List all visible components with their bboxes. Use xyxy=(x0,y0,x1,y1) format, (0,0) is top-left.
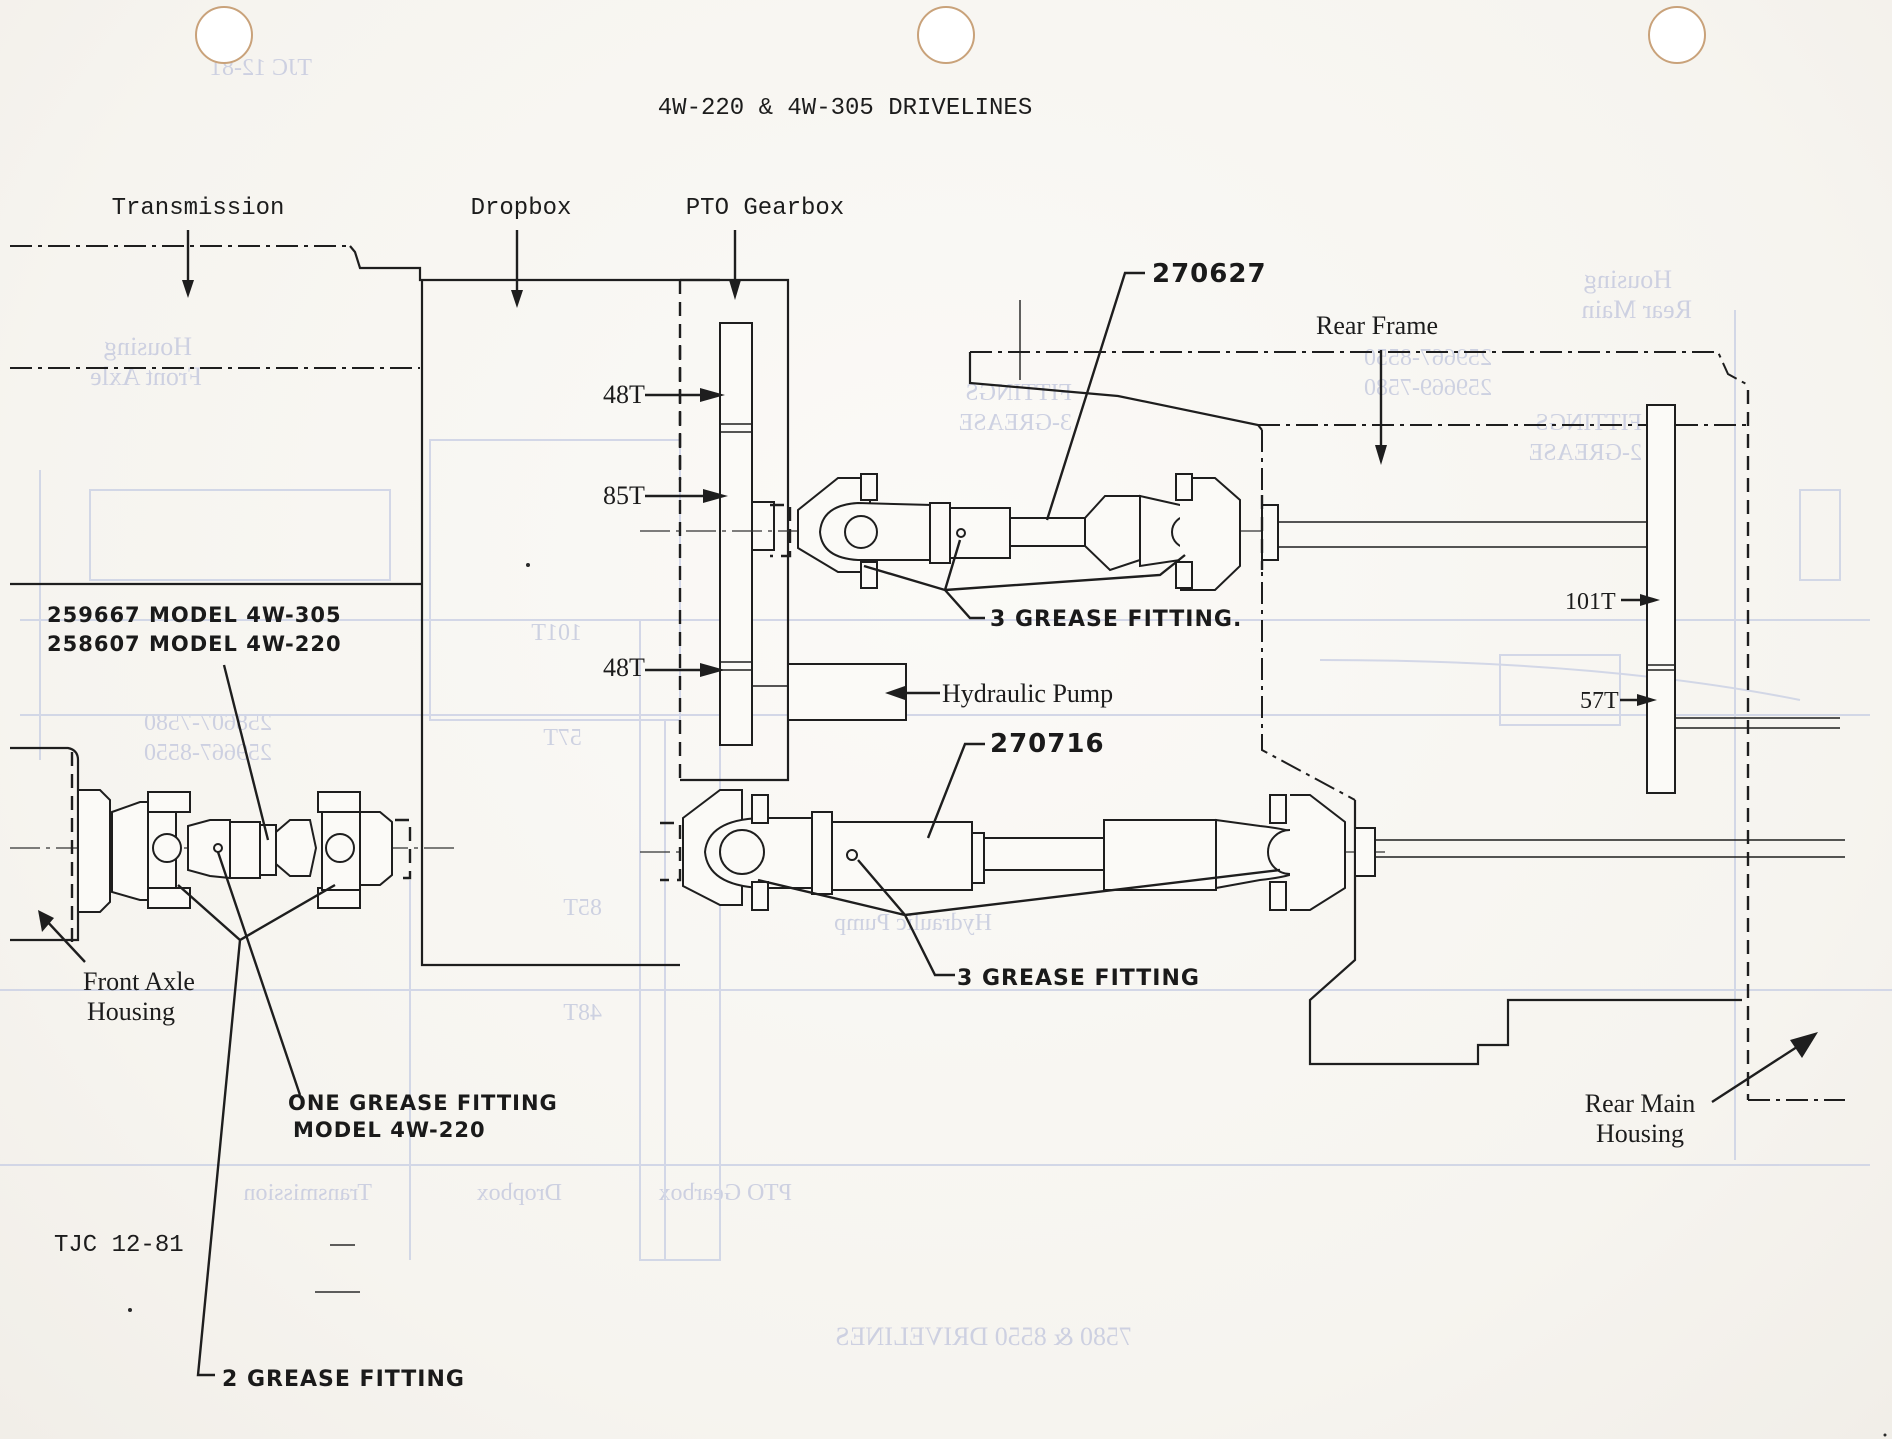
part-number-270627: 270627 xyxy=(1152,259,1267,289)
gear-label-85t: 85T xyxy=(603,481,645,510)
label-rear-frame: Rear Frame xyxy=(1316,311,1438,340)
ghost-dropbox: Dropbox xyxy=(477,1180,562,1206)
ghost-title: 7580 & 8550 DRIVELINES xyxy=(835,1322,1132,1351)
ghost-part-4: 259667-8550 xyxy=(1364,345,1492,371)
author-date: TJC 12-81 xyxy=(54,1232,184,1259)
arrow-down-icon xyxy=(729,280,741,300)
specks xyxy=(128,563,1887,1437)
ghost-fittings: FITTINGS xyxy=(1535,410,1642,436)
hole-punch-right xyxy=(1648,6,1706,64)
pto-gear-labels: 48T 85T 48T xyxy=(603,380,728,682)
arrow-up-right-icon xyxy=(1790,1032,1818,1058)
ghost-101t: 101T xyxy=(531,620,582,646)
gear-label-48t-bottom: 48T xyxy=(603,653,645,682)
ghost-front-axle: Front Axle xyxy=(90,362,202,391)
arrow-down-icon xyxy=(1375,445,1387,465)
upper-driveline-270627 xyxy=(640,473,1279,591)
ghost-pto: PTO Gearbox xyxy=(658,1180,792,1206)
ghost-3grease: 3-GREASE xyxy=(959,410,1072,436)
hole-punch-left xyxy=(195,6,253,64)
arrow-right-icon xyxy=(700,388,725,402)
arrow-right-icon xyxy=(700,663,725,677)
ghost-part-2: 258607-7580 xyxy=(144,710,272,736)
label-hydraulic-pump: Hydraulic Pump xyxy=(942,679,1113,708)
label-rear-main: Rear Main xyxy=(1585,1089,1695,1118)
ghost-part-3: 259669-7580 xyxy=(1364,375,1492,401)
header-arrows xyxy=(182,230,741,308)
ghost-48t: 48T xyxy=(563,1000,602,1026)
grease-note-front-two: 2 GREASE FITTING xyxy=(222,1367,465,1392)
ghost-57t: 57T xyxy=(543,725,582,751)
arrow-right-icon xyxy=(1640,594,1660,606)
ghost-rear-main: Rear Main xyxy=(1582,295,1692,324)
arrow-right-icon xyxy=(703,489,728,503)
ghost-transmission: Transmission xyxy=(244,1180,372,1206)
bleed-through-layer: 7580 & 8550 DRIVELINES TJC 12-81 Front A… xyxy=(0,55,1892,1351)
grease-note-lower: 3 GREASE FITTING xyxy=(957,966,1200,991)
ghost-housing: Housing xyxy=(104,332,192,361)
gear-label-48t-top: 48T xyxy=(603,380,645,409)
grease-note-front-model: MODEL 4W-220 xyxy=(293,1118,486,1142)
front-driveline-part-220: 258607 MODEL 4W-220 xyxy=(47,632,342,656)
ghost-rear-housing: Housing xyxy=(1584,265,1672,294)
arrow-left-icon xyxy=(885,686,905,700)
gear-label-57t: 57T xyxy=(1580,688,1619,714)
arrow-down-icon xyxy=(182,280,194,298)
gear-label-101t: 101T xyxy=(1565,589,1616,615)
transmission-outline xyxy=(10,245,720,967)
label-pto-gearbox: PTO Gearbox xyxy=(686,195,844,222)
ghost-2grease: 2-GREASE xyxy=(1529,440,1642,466)
page-title: 4W-220 & 4W-305 DRIVELINES xyxy=(658,95,1032,122)
pto-gearbox xyxy=(678,278,907,782)
label-rear-main-housing: Housing xyxy=(1596,1119,1684,1148)
hole-punches xyxy=(195,6,1706,64)
arrow-down-icon xyxy=(511,290,523,308)
pto-gear-stack xyxy=(719,322,753,746)
label-front-axle: Front Axle xyxy=(83,967,195,996)
lower-driveline-270716 xyxy=(640,789,1385,911)
arrow-right-icon xyxy=(1637,694,1657,706)
front-driveline-part-305: 259667 MODEL 4W-305 xyxy=(47,603,342,627)
label-front-axle-housing: Housing xyxy=(87,997,175,1026)
ghost-part-1: 259667-8550 xyxy=(144,740,272,766)
label-transmission: Transmission xyxy=(112,195,285,222)
grease-note-upper: 3 GREASE FITTING. xyxy=(990,607,1242,632)
label-dropbox: Dropbox xyxy=(471,195,572,222)
hydraulic-pump-callout: Hydraulic Pump xyxy=(885,679,1113,708)
front-driveline xyxy=(10,746,460,945)
part-number-270716: 270716 xyxy=(990,729,1105,759)
grease-note-front-one: ONE GREASE FITTING xyxy=(288,1091,558,1115)
hole-punch-center xyxy=(917,6,975,64)
ghost-85t: 85T xyxy=(563,895,602,921)
